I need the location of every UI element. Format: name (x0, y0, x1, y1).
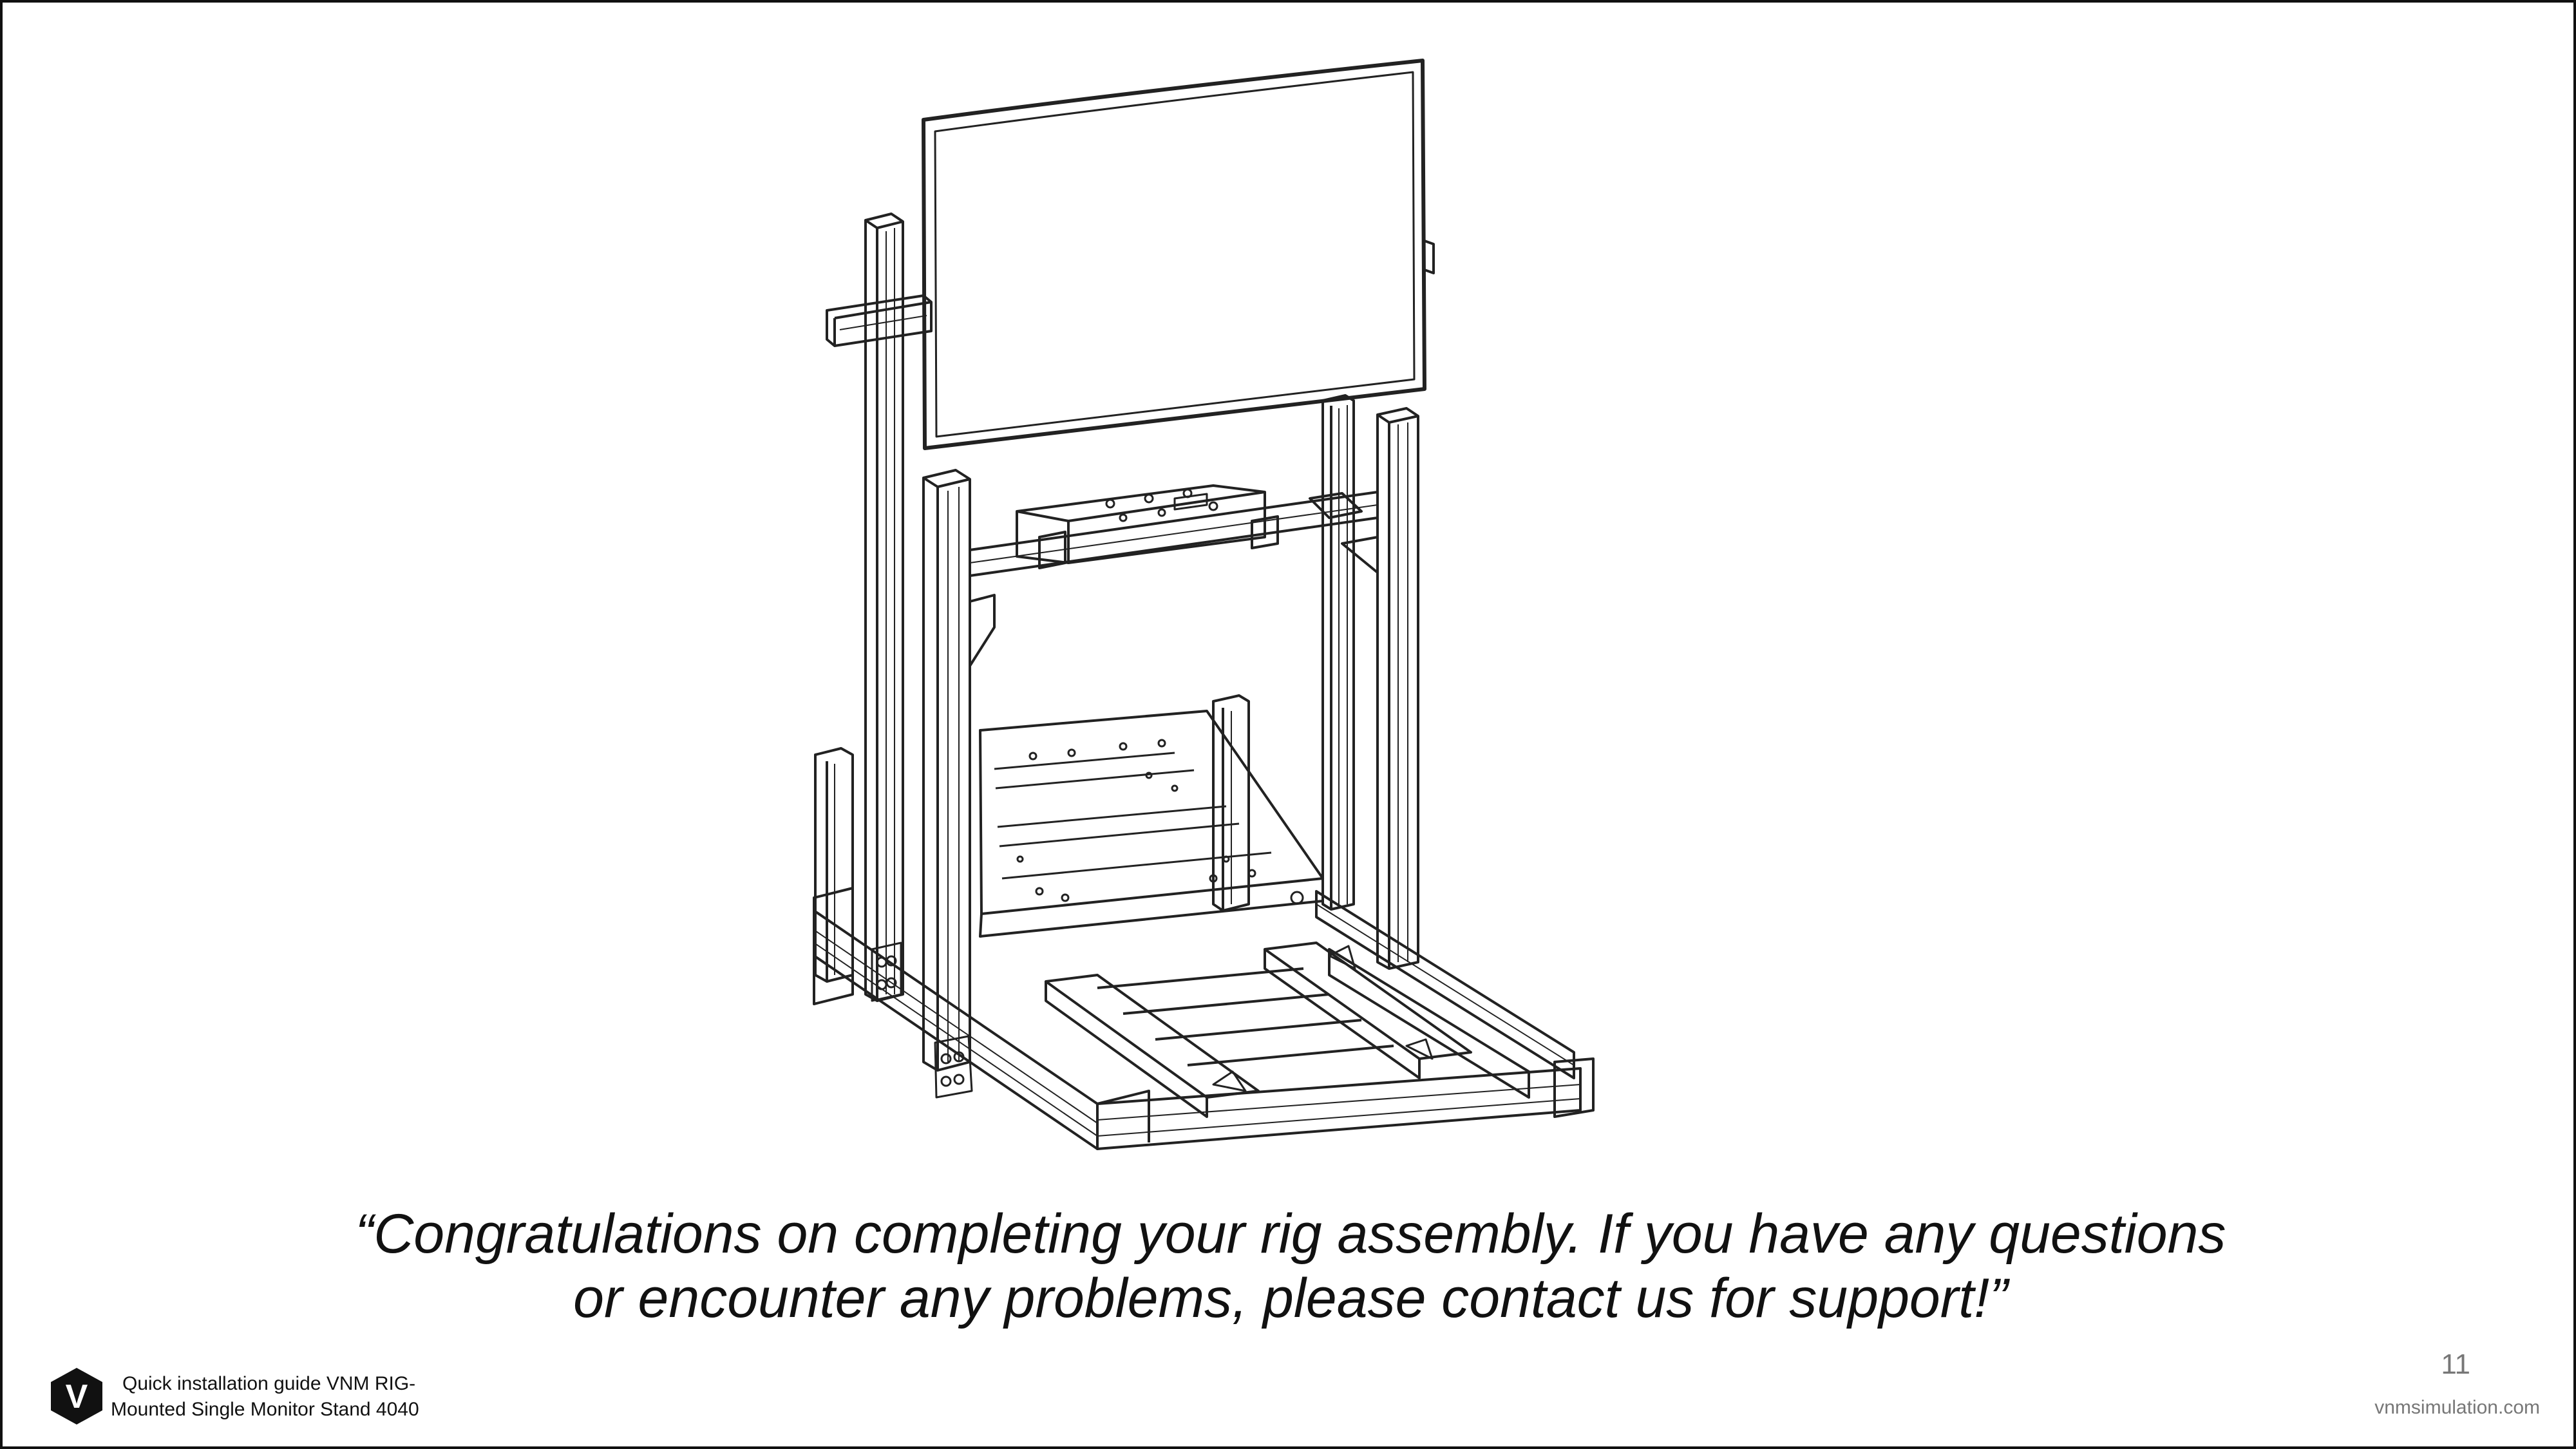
page-number: 11 (2441, 1349, 2470, 1380)
vnm-hexagon-logo-icon: V (49, 1367, 104, 1426)
caption-line-2: or encounter any problems, please contac… (573, 1267, 2008, 1329)
guide-title: Quick installation guide VNM RIG- Mounte… (111, 1371, 419, 1423)
website-url: vnmsimulation.com (2374, 1397, 2540, 1418)
pedal-plate (979, 710, 1324, 938)
monitor-mount-crossbar (969, 484, 1379, 577)
right-rear-upright (1321, 394, 1355, 911)
monitor-screen (922, 59, 1435, 450)
corner-brackets (969, 536, 1379, 667)
seat-slider-rails (1045, 942, 1472, 1118)
guide-title-line-1: Quick installation guide VNM RIG- (122, 1373, 416, 1394)
congratulations-message: “Congratulations on completing your rig … (196, 1202, 2385, 1331)
rear-short-post (1212, 694, 1250, 912)
left-rear-upright (864, 213, 904, 1002)
left-short-post (814, 747, 854, 983)
caption-line-1: “Congratulations on completing your rig … (355, 1203, 2226, 1265)
rig-assembly-illustration (762, 48, 1690, 1194)
guide-title-line-2: Mounted Single Monitor Stand 4040 (111, 1399, 419, 1420)
right-front-upright (1376, 407, 1419, 970)
base-front-crossbar (1096, 1057, 1595, 1150)
logo-letter: V (66, 1378, 88, 1416)
base-brackets (871, 891, 1434, 1099)
base-left-rail (813, 887, 1099, 1150)
monitor-crossbar-left (826, 294, 933, 347)
base-right-rail (1315, 890, 1575, 1099)
left-front-upright (922, 469, 971, 1072)
